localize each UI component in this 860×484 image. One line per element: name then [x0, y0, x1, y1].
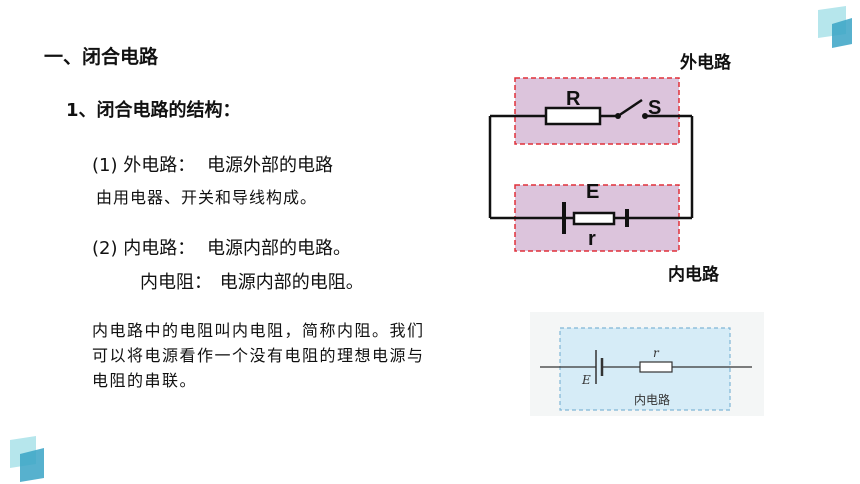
external-circuit-label: (1) 外电路：	[92, 155, 196, 176]
corner-decoration-bottom-left	[10, 436, 44, 482]
explanation-paragraph: 内电路中的电阻叫内电阻，简称内阻。我们 可以将电源看作一个没有电阻的理想电源与 …	[92, 318, 512, 393]
label-R: R	[566, 88, 581, 110]
subsection-title: 1、闭合电路的结构：	[66, 100, 241, 121]
internal-resistance-definition: 电源内部的电阻。	[219, 272, 364, 293]
internal-resistor	[572, 211, 616, 226]
section-title: 一、闭合电路	[44, 46, 159, 68]
external-circuit-definition: 电源外部的电路	[206, 155, 333, 176]
figure-caption: 内电路	[634, 392, 670, 407]
figure-resistor	[639, 361, 673, 373]
corner-decoration-top-right	[818, 6, 852, 48]
paragraph-line: 内电路中的电阻叫内电阻，简称内阻。我们	[92, 321, 425, 340]
internal-resistance-line: 内电阻： 电源内部的电阻。	[140, 268, 364, 294]
inner-circuit-label: 内电路	[668, 265, 719, 285]
paragraph-line: 电阻的串联。	[92, 371, 198, 390]
outer-circuit-label: 外电路	[680, 53, 731, 73]
paragraph-line: 可以将电源看作一个没有电阻的理想电源与	[92, 346, 425, 365]
figure-label-E: E	[581, 373, 591, 387]
external-resistor	[544, 106, 602, 126]
label-E: E	[586, 181, 599, 203]
inner-circuit-figure: E r 内电路	[530, 312, 764, 416]
internal-circuit-label: (2) 内电路：	[92, 238, 196, 259]
internal-resistance-label: 内电阻：	[140, 272, 212, 293]
circuit-diagram: R S E r	[488, 77, 694, 252]
inner-circuit-figure-box	[559, 327, 731, 411]
switch-contact	[642, 113, 648, 119]
external-circuit-line: (1) 外电路： 电源外部的电路	[92, 151, 333, 177]
internal-circuit-definition: 电源内部的电路。	[206, 238, 351, 259]
switch-contact	[615, 113, 621, 119]
label-S: S	[648, 97, 661, 119]
switch-blade	[617, 98, 643, 118]
internal-circuit-line: (2) 内电路： 电源内部的电路。	[92, 234, 351, 260]
label-r: r	[588, 228, 596, 250]
figure-label-r: r	[653, 346, 660, 360]
external-circuit-note: 由用电器、开关和导线构成。	[96, 188, 318, 207]
